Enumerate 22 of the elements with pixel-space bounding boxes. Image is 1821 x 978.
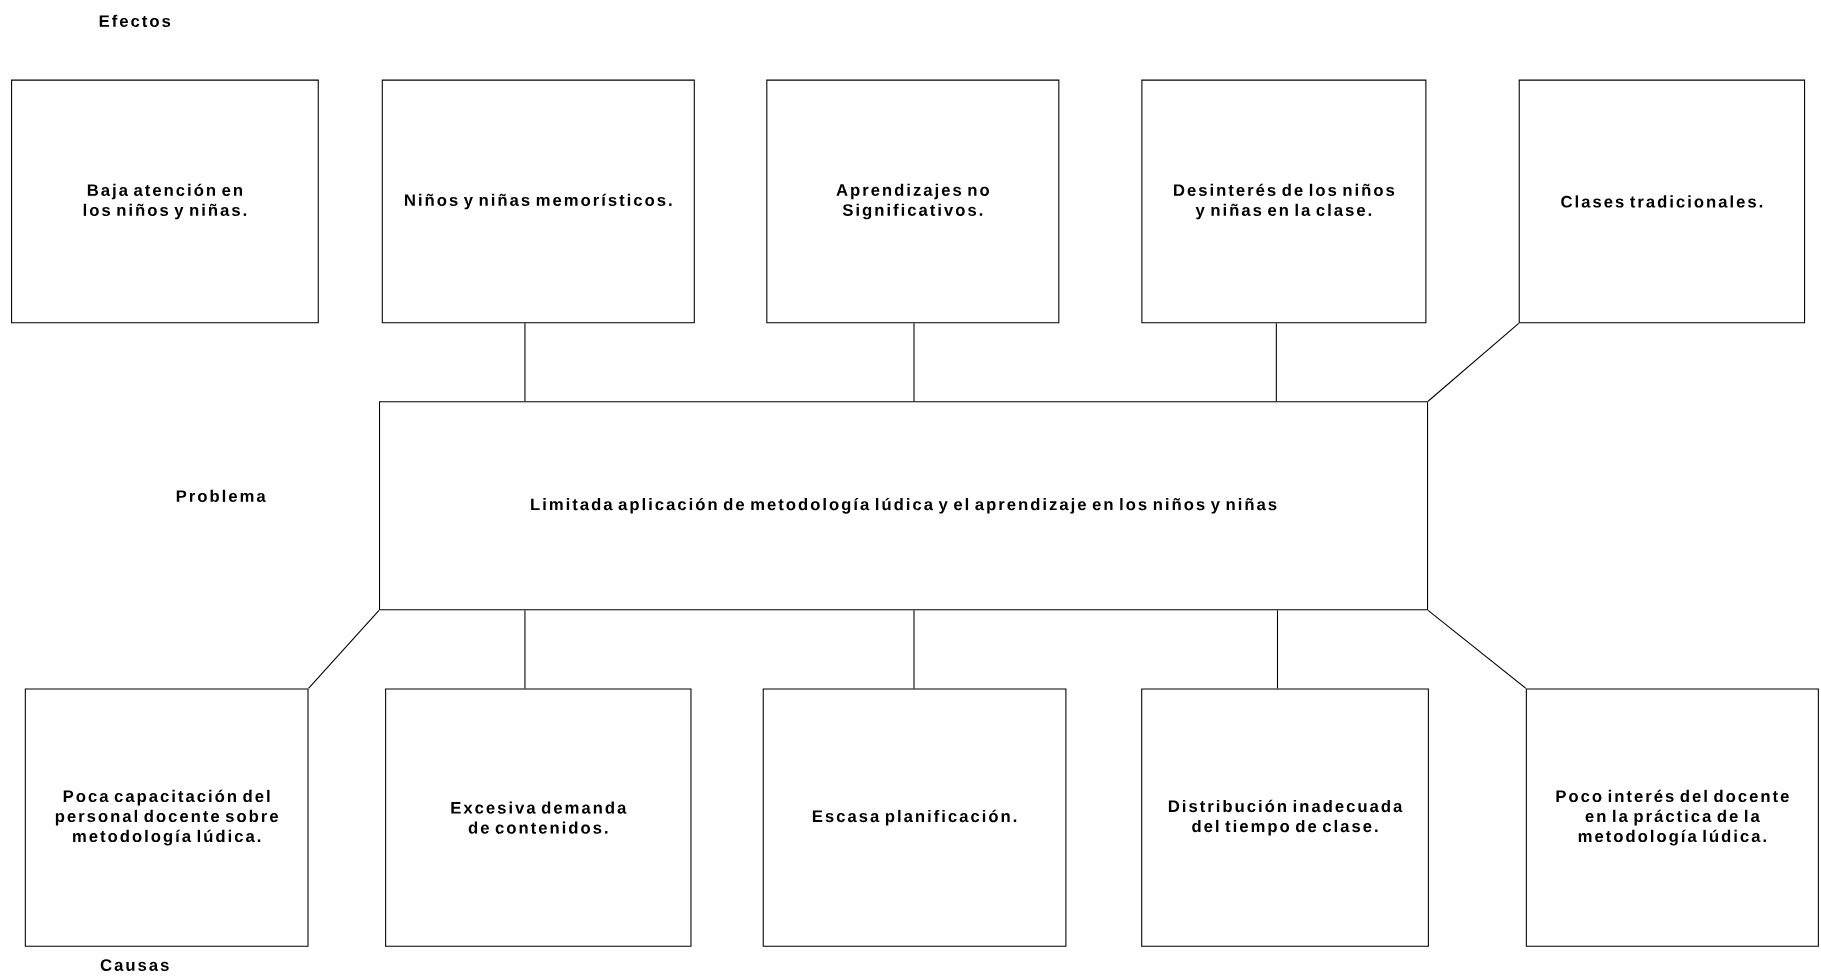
connector-line (524, 322, 526, 402)
effect-box: Baja atención en los niños y niñas. (11, 79, 319, 324)
cause-box: Escasa planificación. (762, 688, 1067, 947)
cause-box: Poca capacitación del personal docente sobre metodología lúdica. (24, 688, 309, 947)
effect-box: Clases tradicionales. (1518, 79, 1806, 324)
connector-line (1276, 609, 1279, 689)
connector-line (1275, 322, 1277, 402)
connector-line (913, 609, 915, 689)
connector-line (1427, 609, 1527, 689)
cause-box: Poco interés del docente en la práctica de la metodología lúdica. (1525, 688, 1819, 947)
section-label: Efectos (99, 14, 171, 28)
connector-line (913, 322, 915, 402)
effect-box: Niños y niñas memorísticos. (381, 79, 695, 324)
connector-line (308, 609, 380, 689)
cause-box: Excesiva demanda de contenidos. (385, 688, 692, 947)
cause-box: Distribución inadecuada del tiempo de clase. (1141, 688, 1429, 947)
section-label: Problema (176, 489, 266, 503)
effect-box: Desinterés de los niños y niñas en la clase. (1141, 79, 1427, 324)
connector-line (1427, 322, 1520, 402)
connector-line (524, 609, 526, 689)
effect-box: Aprendizajes no Significativos. (766, 79, 1060, 324)
problem-box: Limitada aplicación de metodología lúdica y el aprendizaje en los niños y niñas (379, 401, 1429, 611)
